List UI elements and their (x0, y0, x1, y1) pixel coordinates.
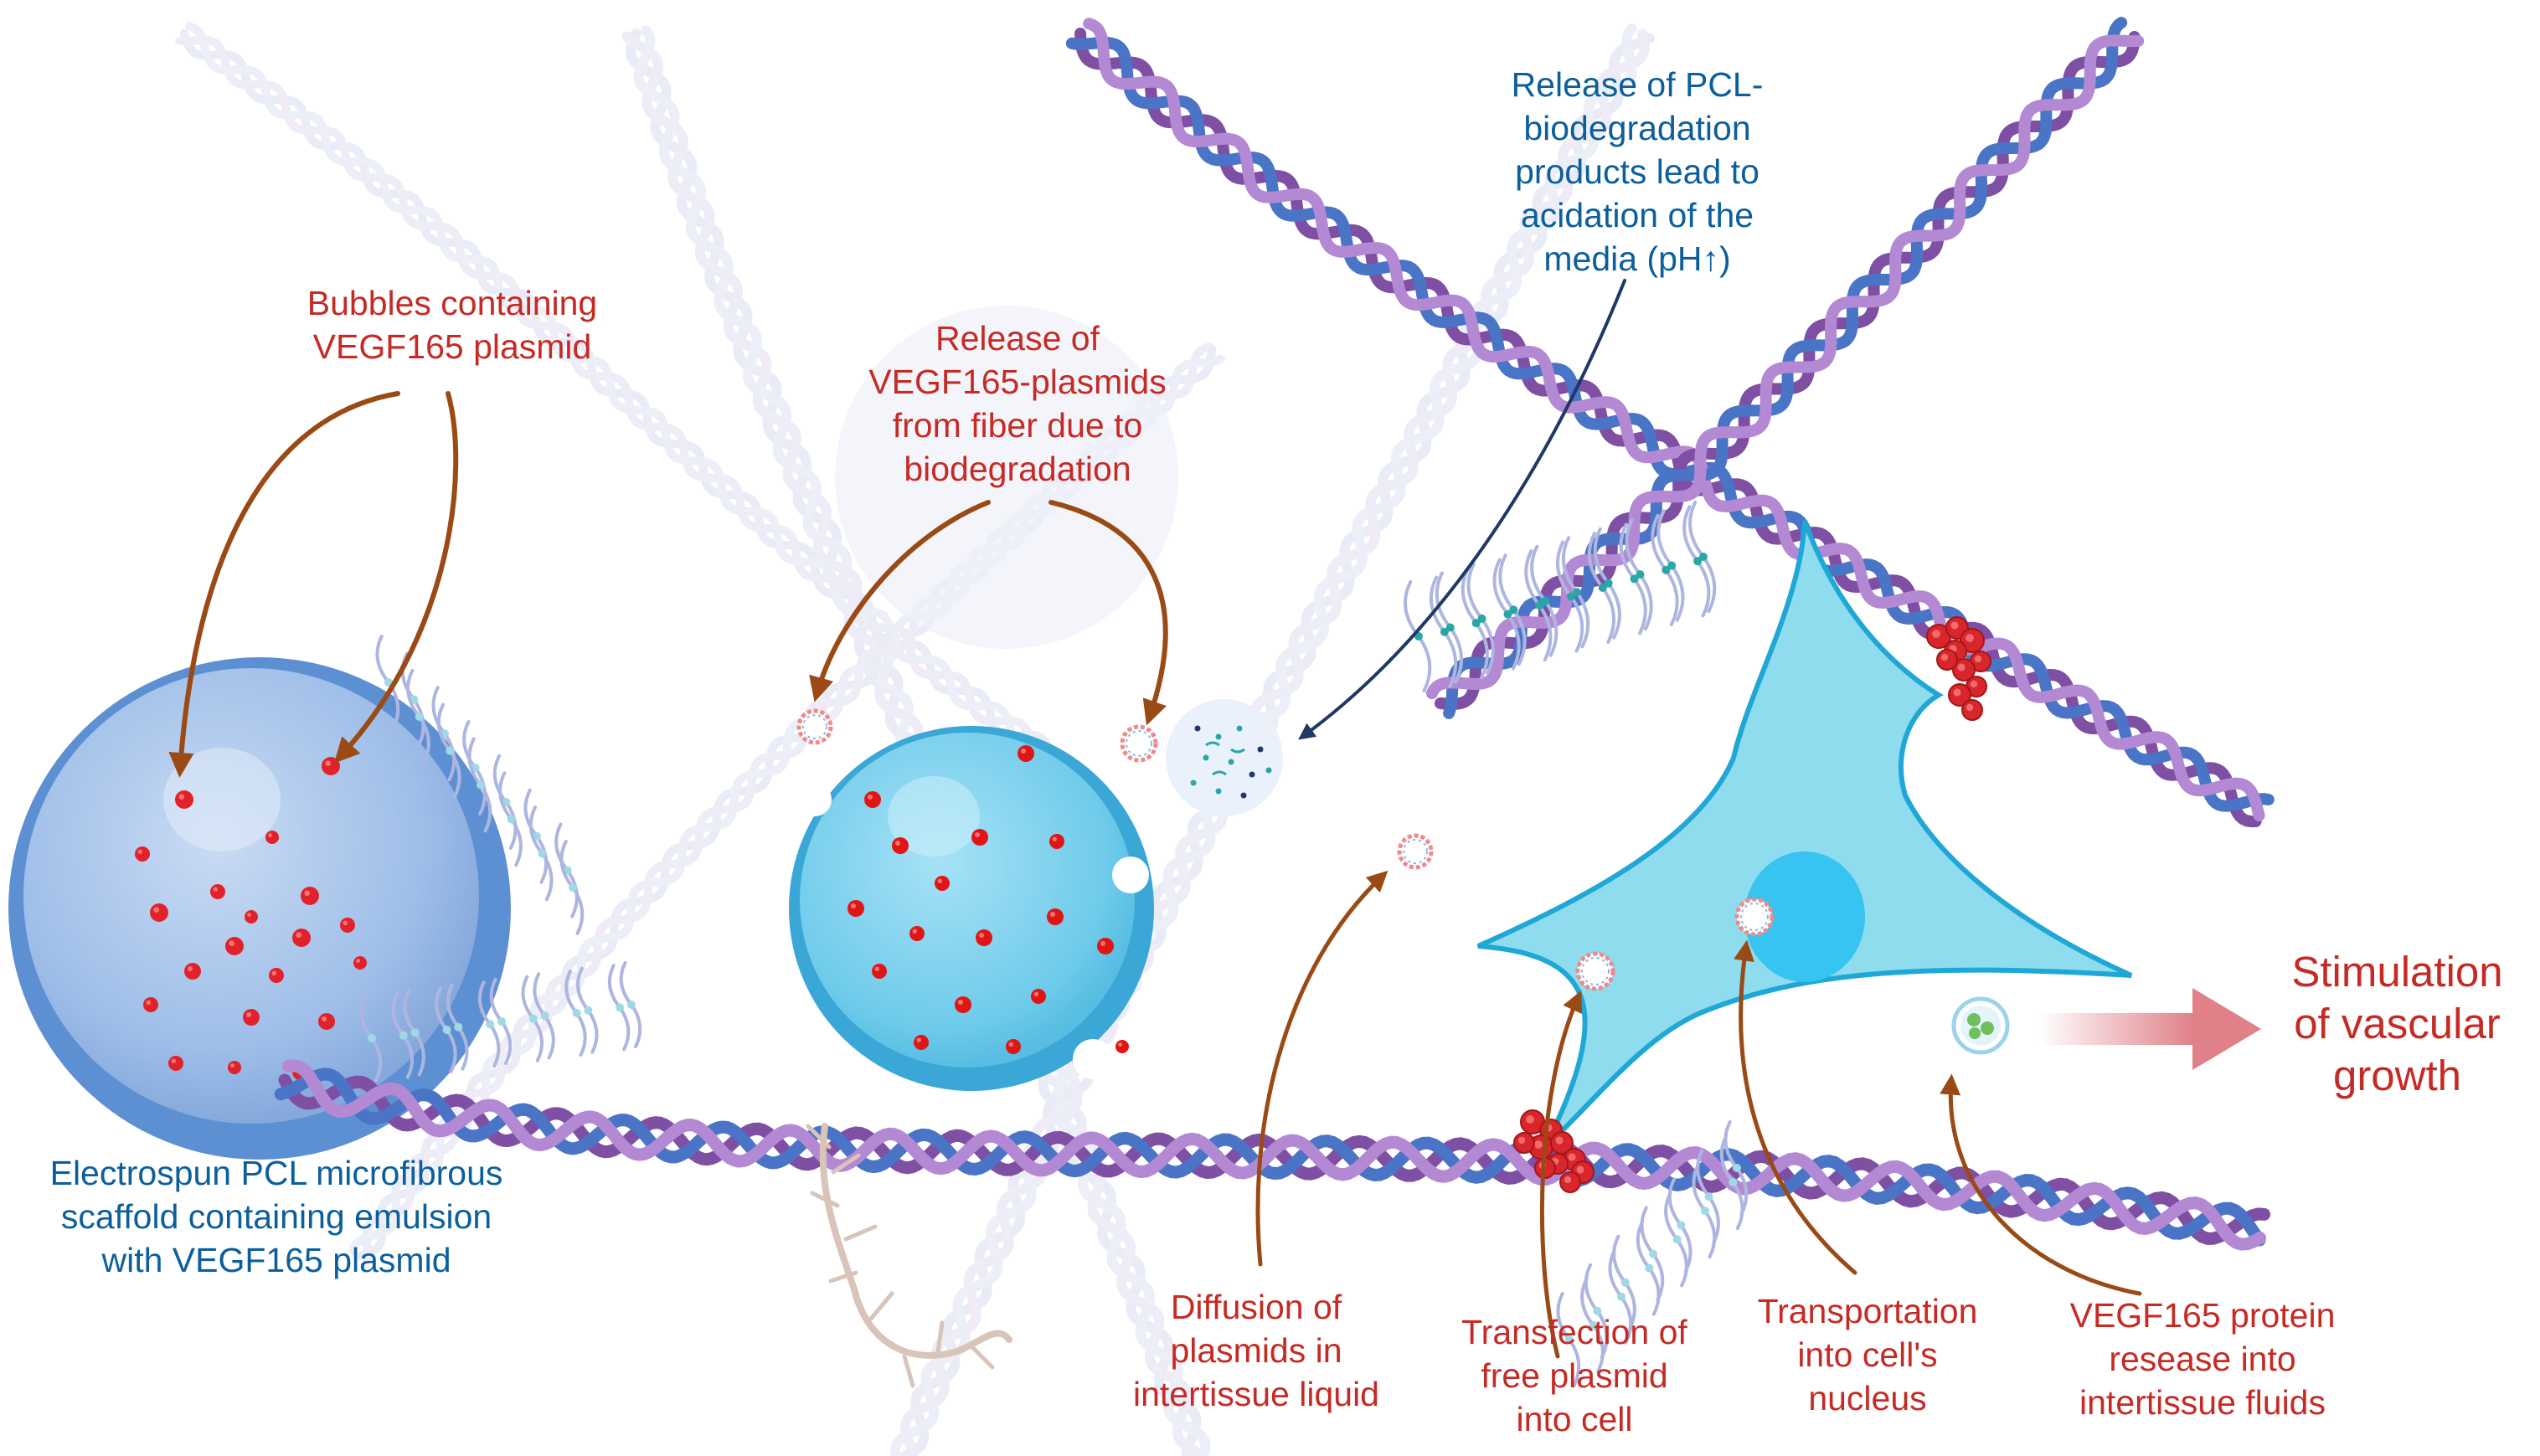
pcl-polymer-chain-icon (359, 501, 1749, 1387)
label-release-of-pcl-products: Release of PCL- biodegradation products … (1511, 65, 1764, 278)
degrading-fiber-sphere-icon (789, 726, 1154, 1091)
scaffold-sphere-icon (8, 657, 511, 1160)
label-transportation-into-nucleus: Transportation into cell's nucleus (1757, 1292, 1978, 1417)
red-blood-cells-icon (1513, 616, 1991, 1193)
protein-vesicle-icon (1951, 996, 2010, 1055)
label-transfection-into-cell: Transfection of free plasmid into cell (1461, 1313, 1687, 1438)
stimulation-arrow-icon (2039, 988, 2261, 1070)
label-electrospun-scaffold: Electrospun PCL microfibrous scaffold co… (49, 1154, 503, 1279)
plasmid-ring-icons (796, 708, 1775, 991)
background-bubble (835, 306, 1178, 649)
branching-fiber-icon (806, 1123, 1012, 1388)
plasmid-droplets-medium (848, 745, 1129, 1054)
plasmid-droplets-large (135, 757, 367, 1081)
cell-nucleus-icon (1744, 851, 1865, 982)
label-bubbles-containing-plasmid: Bubbles containing VEGF165 plasmid (307, 284, 598, 366)
endothelial-cell-icon (1476, 519, 2133, 1150)
process-arrows (168, 279, 2142, 1359)
pcl-fiber-bundles (274, 17, 2275, 1251)
label-stimulation-of-vascular-growth: Stimulation of vascular growth (2291, 948, 2503, 1099)
label-release-of-plasmids: Release of VEGF165-plasmids from fiber d… (868, 319, 1167, 488)
degradation-bubble-icon (1166, 699, 1283, 816)
label-diffusion-of-plasmids: Diffusion of plasmids in intertissue liq… (1133, 1288, 1379, 1413)
label-vegf165-protein-release: VEGF165 protein resease into intertissue… (2069, 1296, 2336, 1422)
